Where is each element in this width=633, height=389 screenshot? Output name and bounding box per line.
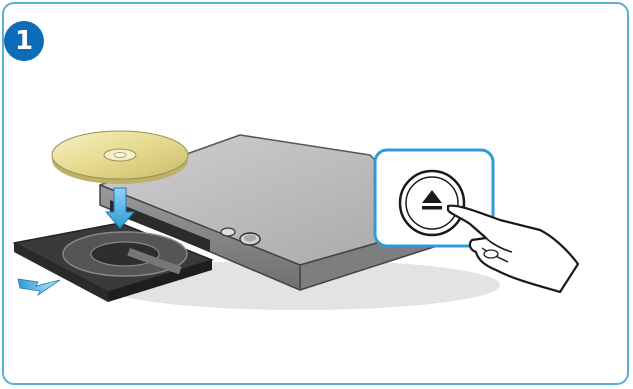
eject-button-icon <box>400 171 464 235</box>
optical-disc <box>52 131 188 184</box>
pull-out-tray-arrow <box>18 279 60 295</box>
